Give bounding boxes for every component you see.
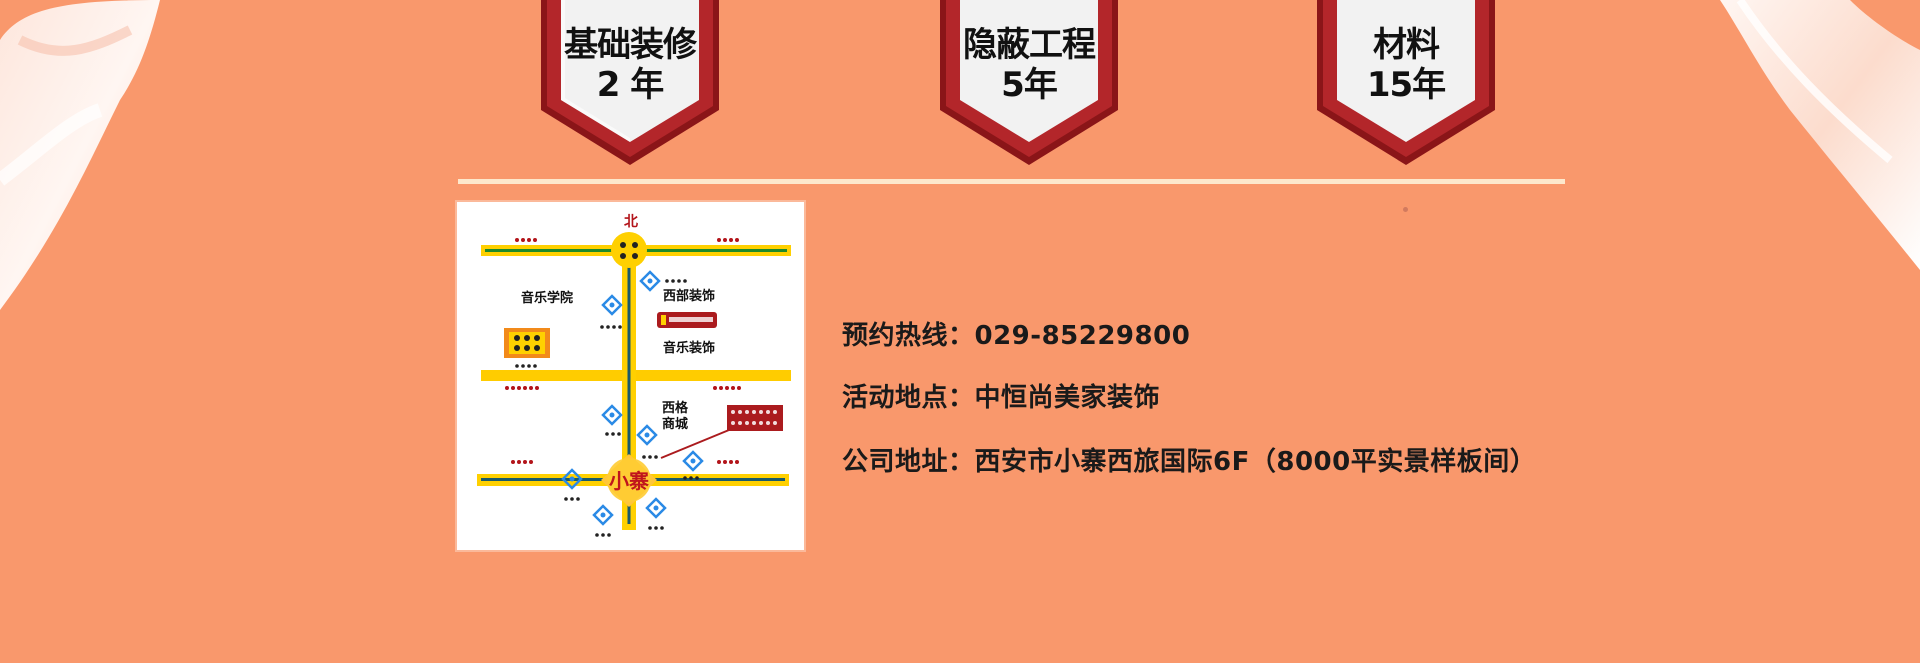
hexagon-badge-icon bbox=[1317, 0, 1495, 165]
map-north-label: 北 bbox=[624, 214, 638, 230]
warranty-badge-materials: 材料 15年 bbox=[1307, 0, 1505, 170]
svg-text:西格: 西格 bbox=[662, 400, 689, 416]
badge-years: 15年 bbox=[1366, 65, 1446, 105]
venue-text: 活动地点：中恒尚美家装饰 bbox=[842, 383, 1161, 413]
svg-text:音乐装饰: 音乐装饰 bbox=[663, 340, 715, 356]
warranty-badge-basic-decoration: 基础装修 2 年 bbox=[531, 0, 729, 170]
location-map: 北 小寨 音乐学院 西部装饰 音乐装饰 西格 商城 bbox=[457, 202, 804, 550]
badge-title: 隐蔽工程 bbox=[963, 25, 1096, 65]
badge-title: 基础装修 bbox=[564, 25, 697, 65]
svg-text:音乐学院: 音乐学院 bbox=[521, 290, 573, 306]
hexagon-badge-icon bbox=[940, 0, 1118, 165]
badge-title: 材料 bbox=[1373, 25, 1440, 65]
svg-text:西部装饰: 西部装饰 bbox=[663, 288, 715, 304]
map-center-label: 小寨 bbox=[609, 469, 649, 493]
section-divider bbox=[458, 179, 1565, 184]
badge-years: 2 年 bbox=[596, 65, 665, 105]
svg-text:商城: 商城 bbox=[662, 416, 688, 432]
fabric-swoosh-left-decoration bbox=[0, 0, 160, 310]
warranty-badge-concealed-works: 隐蔽工程 5年 bbox=[930, 0, 1128, 170]
decorative-dot bbox=[1403, 207, 1408, 212]
badge-years: 5年 bbox=[1001, 65, 1058, 105]
fabric-swoosh-right-decoration bbox=[1720, 0, 1920, 270]
hexagon-badge-icon bbox=[541, 0, 719, 165]
address-text: 公司地址：西安市小寨西旅国际6F（8000平实景样板间） bbox=[842, 447, 1537, 477]
hotline-text: 预约热线：029-85229800 bbox=[842, 321, 1191, 351]
street-map-illustration: 北 小寨 音乐学院 西部装饰 音乐装饰 西格 商城 bbox=[477, 214, 791, 537]
